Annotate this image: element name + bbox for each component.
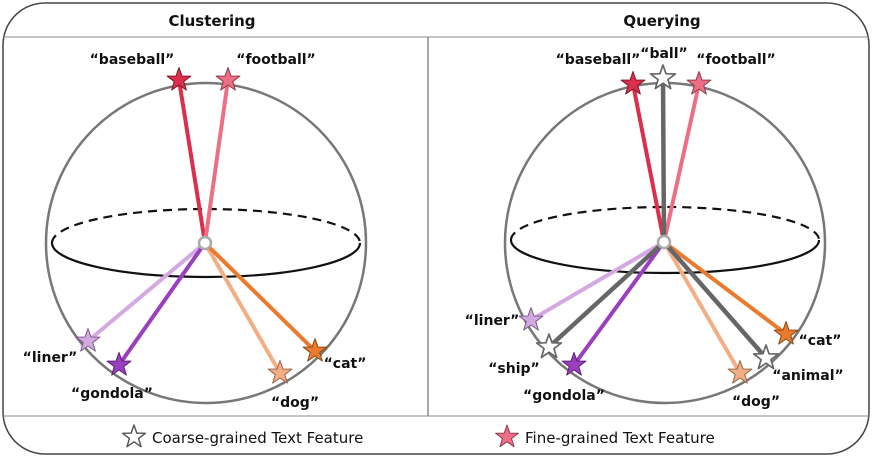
label-dog: “dog” (732, 394, 780, 410)
vector-gondola (117, 241, 207, 367)
vector-dog (662, 240, 742, 375)
label-ship: “ship” (488, 361, 540, 377)
label-baseball: “baseball” (556, 52, 641, 68)
clustering-panel: Clustering “baseball” “football” “liner”… (23, 12, 368, 411)
legend-coarse-star-icon (121, 424, 147, 448)
legend-fine-star-icon (494, 424, 520, 448)
vector-baseball (631, 83, 666, 243)
vector-cat (203, 241, 317, 353)
querying-panel: Querying “baseball” “ball” “football (465, 12, 844, 410)
label-animal: “animal” (772, 368, 843, 384)
clustering-title: Clustering (168, 12, 255, 30)
vector-baseball (177, 79, 207, 244)
label-football: “football” (236, 52, 316, 68)
vector-football (662, 83, 701, 243)
label-baseball: “baseball” (90, 52, 175, 68)
vector-ship (547, 240, 666, 349)
origin-point (656, 234, 672, 250)
star-liner (518, 306, 544, 331)
vector-animal (662, 240, 768, 360)
equator-back (50, 207, 362, 244)
label-cat: “cat” (324, 356, 367, 372)
label-gondola: “gondola” (523, 388, 605, 404)
vector-cat (662, 240, 788, 336)
vector-liner (529, 240, 666, 322)
label-liner: “liner” (23, 350, 78, 366)
vector-gondola (572, 240, 666, 367)
querying-title: Querying (623, 12, 700, 30)
equator-front (50, 242, 362, 279)
equator-front (509, 239, 821, 275)
label-gondola: “gondola” (71, 386, 153, 402)
sphere-outline (44, 81, 368, 405)
legend: Coarse-grained Text Feature Fine-grained… (121, 424, 715, 448)
label-football: “football” (696, 52, 776, 68)
origin-point (197, 235, 213, 251)
legend-coarse-label: Coarse-grained Text Feature (152, 429, 363, 447)
equator-back (509, 205, 821, 241)
vector-dog (203, 242, 282, 374)
vector-ball (660, 77, 667, 243)
label-liner: “liner” (465, 313, 520, 329)
star-cat (773, 320, 799, 345)
label-dog: “dog” (271, 395, 319, 411)
legend-fine-label: Fine-grained Text Feature (525, 429, 715, 447)
label-ball: “ball” (640, 46, 687, 62)
vector-liner (86, 241, 207, 343)
label-cat: “cat” (799, 333, 842, 349)
vector-football (203, 79, 230, 244)
